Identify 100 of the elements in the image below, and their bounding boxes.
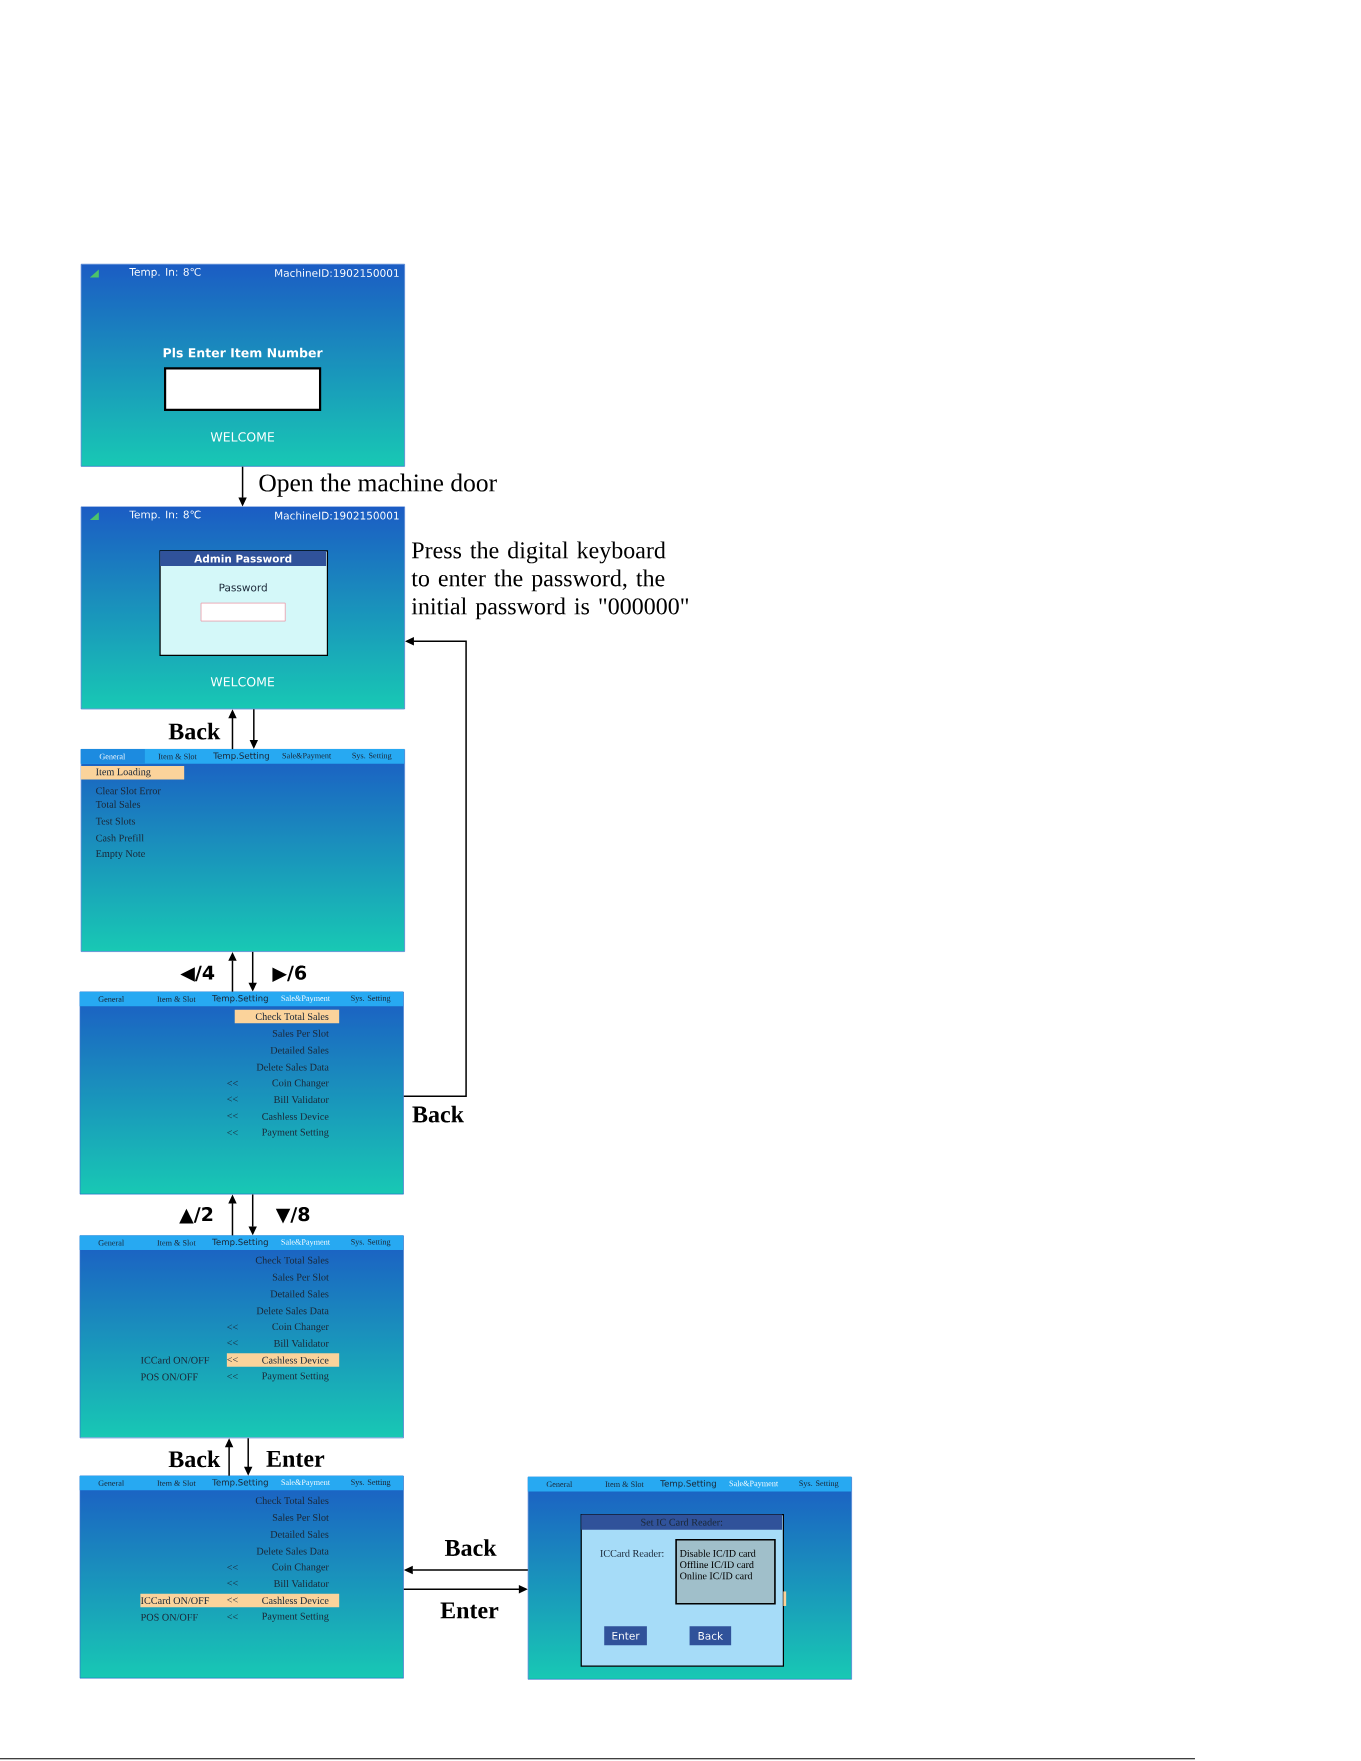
edge-label: Open the machine door: [257, 472, 498, 498]
tab-label: Sys. Setting: [351, 995, 391, 1003]
menu-item: Cash Prefill: [96, 834, 144, 842]
menu-item: <<: [227, 1597, 238, 1603]
menu-item: Detailed Sales: [270, 1290, 329, 1298]
edge-label: Enter: [264, 1449, 326, 1468]
tab-label: Item & Slot: [157, 1239, 196, 1246]
menu-item: Total Sales: [95, 800, 141, 808]
menu-item: <<: [227, 1614, 238, 1620]
tab-label: Temp.Setting: [212, 1478, 268, 1488]
screen-text: MachineID:1902150001: [275, 511, 399, 520]
tab-label: Sys. Setting: [352, 752, 392, 760]
button: Enter: [604, 1626, 647, 1646]
menu-item: POS ON/OFF: [140, 1613, 198, 1621]
edge-label: Back: [410, 1104, 465, 1124]
tab-label: Temp.Setting: [213, 752, 269, 761]
menu-item: Payment Setting: [261, 1372, 329, 1382]
menu-item: Coin Changer: [272, 1322, 329, 1333]
tab-label: Item & Slot: [605, 1481, 644, 1488]
menu-item: <<: [227, 1564, 238, 1570]
dialog-box: [580, 1513, 784, 1667]
screen-text: Pls Enter Item Number: [163, 347, 323, 358]
menu-item: <<: [227, 1080, 238, 1086]
menu-item: Bill Validator: [273, 1339, 329, 1347]
screen-text: MachineID:1902150001: [275, 268, 399, 277]
tab-label: Temp.Setting: [660, 1480, 716, 1489]
list-option: Disable IC/ID card: [679, 1549, 756, 1557]
screen: [79, 1475, 404, 1679]
edge-label: ▼/8: [274, 1205, 312, 1225]
edge-label: ▲/2: [178, 1205, 215, 1225]
menu-item: <<: [227, 1580, 238, 1586]
menu-item: Payment Setting: [261, 1612, 329, 1622]
tab-label: Item & Slot: [158, 753, 197, 760]
menu-item: POS ON/OFF: [140, 1373, 198, 1381]
edge-label: Enter: [439, 1601, 500, 1620]
arrow: [402, 637, 467, 1097]
edge-label: Back: [167, 1449, 222, 1469]
note-text: Press the digital keyboard to enter the password, the initial password is "000000": [411, 541, 688, 620]
list-option: Offline IC/ID card: [680, 1560, 754, 1569]
screen: [79, 991, 404, 1195]
edge-label: Back: [443, 1538, 498, 1558]
menu-item: Payment Setting: [261, 1128, 329, 1138]
dialog-title: Set IC Card Reader:: [641, 1518, 723, 1526]
tab-label: General: [98, 996, 124, 1002]
tab-label: General: [98, 1480, 124, 1486]
tab-label: Item & Slot: [157, 996, 196, 1002]
field-label: ICCard Reader:: [600, 1549, 664, 1557]
tab-label: Sys. Setting: [799, 1480, 839, 1488]
tab-label: Sys. Setting: [351, 1239, 391, 1247]
list-option: Online IC/ID card: [680, 1572, 753, 1580]
tab-label: Sale&Payment: [281, 1479, 330, 1487]
menu-item: Delete Sales Data: [256, 1307, 329, 1315]
menu-item: Check Total Sales: [255, 1012, 329, 1020]
tab-label: Item & Slot: [157, 1480, 196, 1486]
menu-item: Cashless Device: [262, 1596, 329, 1604]
menu-item: Item Loading: [95, 768, 151, 778]
menu-item: Detailed Sales: [270, 1046, 329, 1054]
dialog-title: Admin Password: [194, 554, 292, 563]
menu-item: Coin Changer: [272, 1079, 329, 1089]
tab-label: General: [546, 1481, 573, 1488]
edge-label: ◀/4: [179, 964, 216, 983]
edge-label: ▶/6: [271, 964, 309, 983]
menu-item: Cashless Device: [262, 1356, 329, 1364]
menu-item: Check Total Sales: [255, 1256, 329, 1264]
menu-item: <<: [227, 1113, 238, 1119]
menu-item: <<: [227, 1340, 238, 1346]
edge-label: Back: [167, 721, 222, 741]
menu-item: Detailed Sales: [270, 1530, 329, 1538]
menu-item: Bill Validator: [273, 1095, 329, 1104]
tab-label: General: [98, 1239, 124, 1246]
menu-item: <<: [227, 1324, 238, 1330]
menu-item: Sales Per Slot: [272, 1029, 329, 1037]
menu-item: Check Total Sales: [255, 1496, 329, 1505]
menu-item: Coin Changer: [272, 1563, 329, 1573]
tab-label: Sale&Payment: [281, 995, 330, 1003]
menu-item: Cashless Device: [262, 1112, 329, 1120]
dialog-box: [159, 550, 328, 656]
button: Back: [689, 1626, 732, 1646]
menu-item: Bill Validator: [273, 1579, 329, 1588]
menu-item: Sales Per Slot: [272, 1273, 329, 1281]
screen: [80, 749, 405, 952]
menu-item: <<: [227, 1357, 238, 1363]
menu-item: Delete Sales Data: [256, 1063, 329, 1071]
menu-item: Empty Note: [95, 850, 145, 860]
field-label: Password: [219, 583, 267, 592]
screen-text: WELCOME: [210, 677, 274, 687]
menu-item: Clear Slot Error: [96, 787, 161, 795]
tab-label: General: [99, 753, 126, 760]
menu-item: <<: [227, 1374, 238, 1379]
tab-label: Temp.Setting: [212, 994, 268, 1004]
screen-text: Temp. In: 8℃: [129, 510, 201, 521]
menu-item: ICCard ON/OFF: [140, 1356, 209, 1364]
menu-item: Sales Per Slot: [272, 1513, 329, 1521]
menu-item: Delete Sales Data: [256, 1547, 329, 1555]
tab-label: Sale&Payment: [729, 1480, 779, 1488]
menu-item: Test Slots: [95, 817, 135, 825]
screen-text: WELCOME: [210, 432, 274, 442]
screen: [80, 263, 405, 467]
menu-item: <<: [227, 1096, 238, 1102]
tab-label: Sale&Payment: [281, 1238, 330, 1247]
